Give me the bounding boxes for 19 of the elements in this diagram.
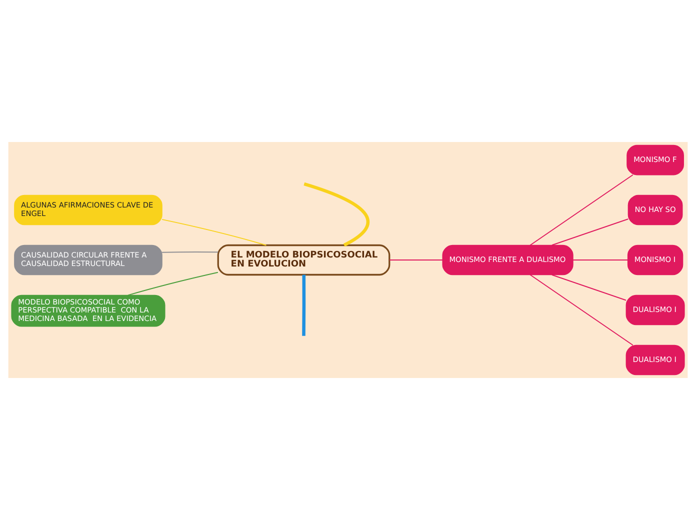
node-box: DUALISMO I bbox=[626, 344, 685, 376]
connector bbox=[162, 218, 267, 246]
node-box: MONISMO FRENTE A DUALISMO bbox=[442, 244, 574, 276]
connector bbox=[128, 272, 218, 296]
connector bbox=[162, 252, 219, 253]
connector bbox=[530, 174, 634, 246]
node-box: EL MODELO BIOPSICOSOCIAL EN EVOLUCION bbox=[217, 244, 390, 276]
node-box: DUALISMO I bbox=[626, 294, 685, 326]
node-box: MONISMO F bbox=[626, 144, 684, 176]
node-box: CAUSALIDAD CIRCULAR FRENTE A CAUSALIDAD ESTRUCTURAL bbox=[14, 244, 162, 276]
node-box: MONISMO I bbox=[627, 244, 684, 276]
connector bbox=[304, 182, 370, 247]
node-box: MODELO BIOPSICOSOCIAL COMO PERSPECTIVA COMPATIBLE CON LA MEDICINA BASADA EN LA EVIDENCIA bbox=[11, 294, 166, 327]
connector bbox=[302, 274, 306, 336]
connector bbox=[530, 274, 634, 346]
node-box: NO HAY SO bbox=[628, 194, 683, 226]
connector bbox=[551, 218, 629, 246]
connector bbox=[551, 274, 626, 301]
node-box: ALGUNAS AFIRMACIONES CLAVE DE ENGEL bbox=[14, 194, 162, 226]
